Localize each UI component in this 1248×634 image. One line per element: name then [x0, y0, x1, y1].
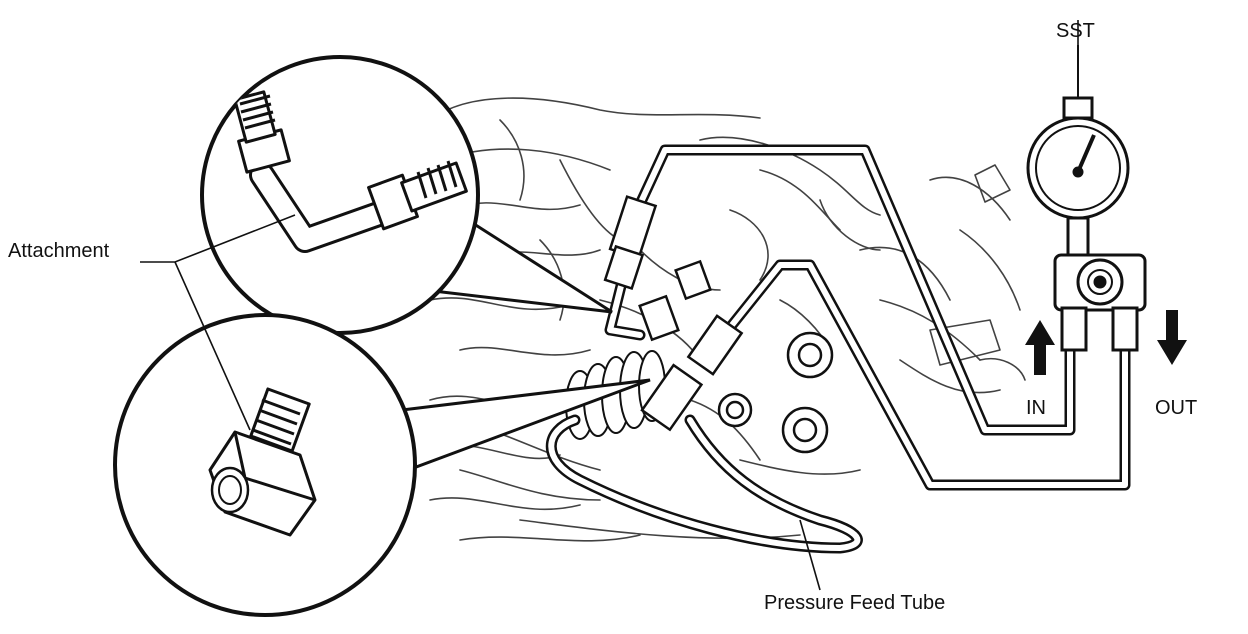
attachment-detail-top	[200, 55, 480, 335]
in-arrow-icon	[1025, 320, 1055, 375]
out-arrow-icon	[1157, 310, 1187, 365]
tube-fittings	[603, 195, 744, 432]
pressure-tubes	[545, 144, 1131, 554]
sst-gauge	[1026, 45, 1147, 352]
out-label: OUT	[1155, 397, 1198, 419]
sst-label: SST	[1056, 20, 1095, 42]
pressure-feed-tube-label: Pressure Feed Tube	[764, 592, 946, 614]
attachment-label: Attachment	[8, 240, 110, 262]
leader-lines	[140, 20, 1079, 591]
in-label: IN	[1026, 397, 1046, 419]
attachment-detail-bottom	[113, 313, 417, 617]
engine-bolts	[717, 331, 834, 454]
engine-background	[419, 97, 1026, 542]
